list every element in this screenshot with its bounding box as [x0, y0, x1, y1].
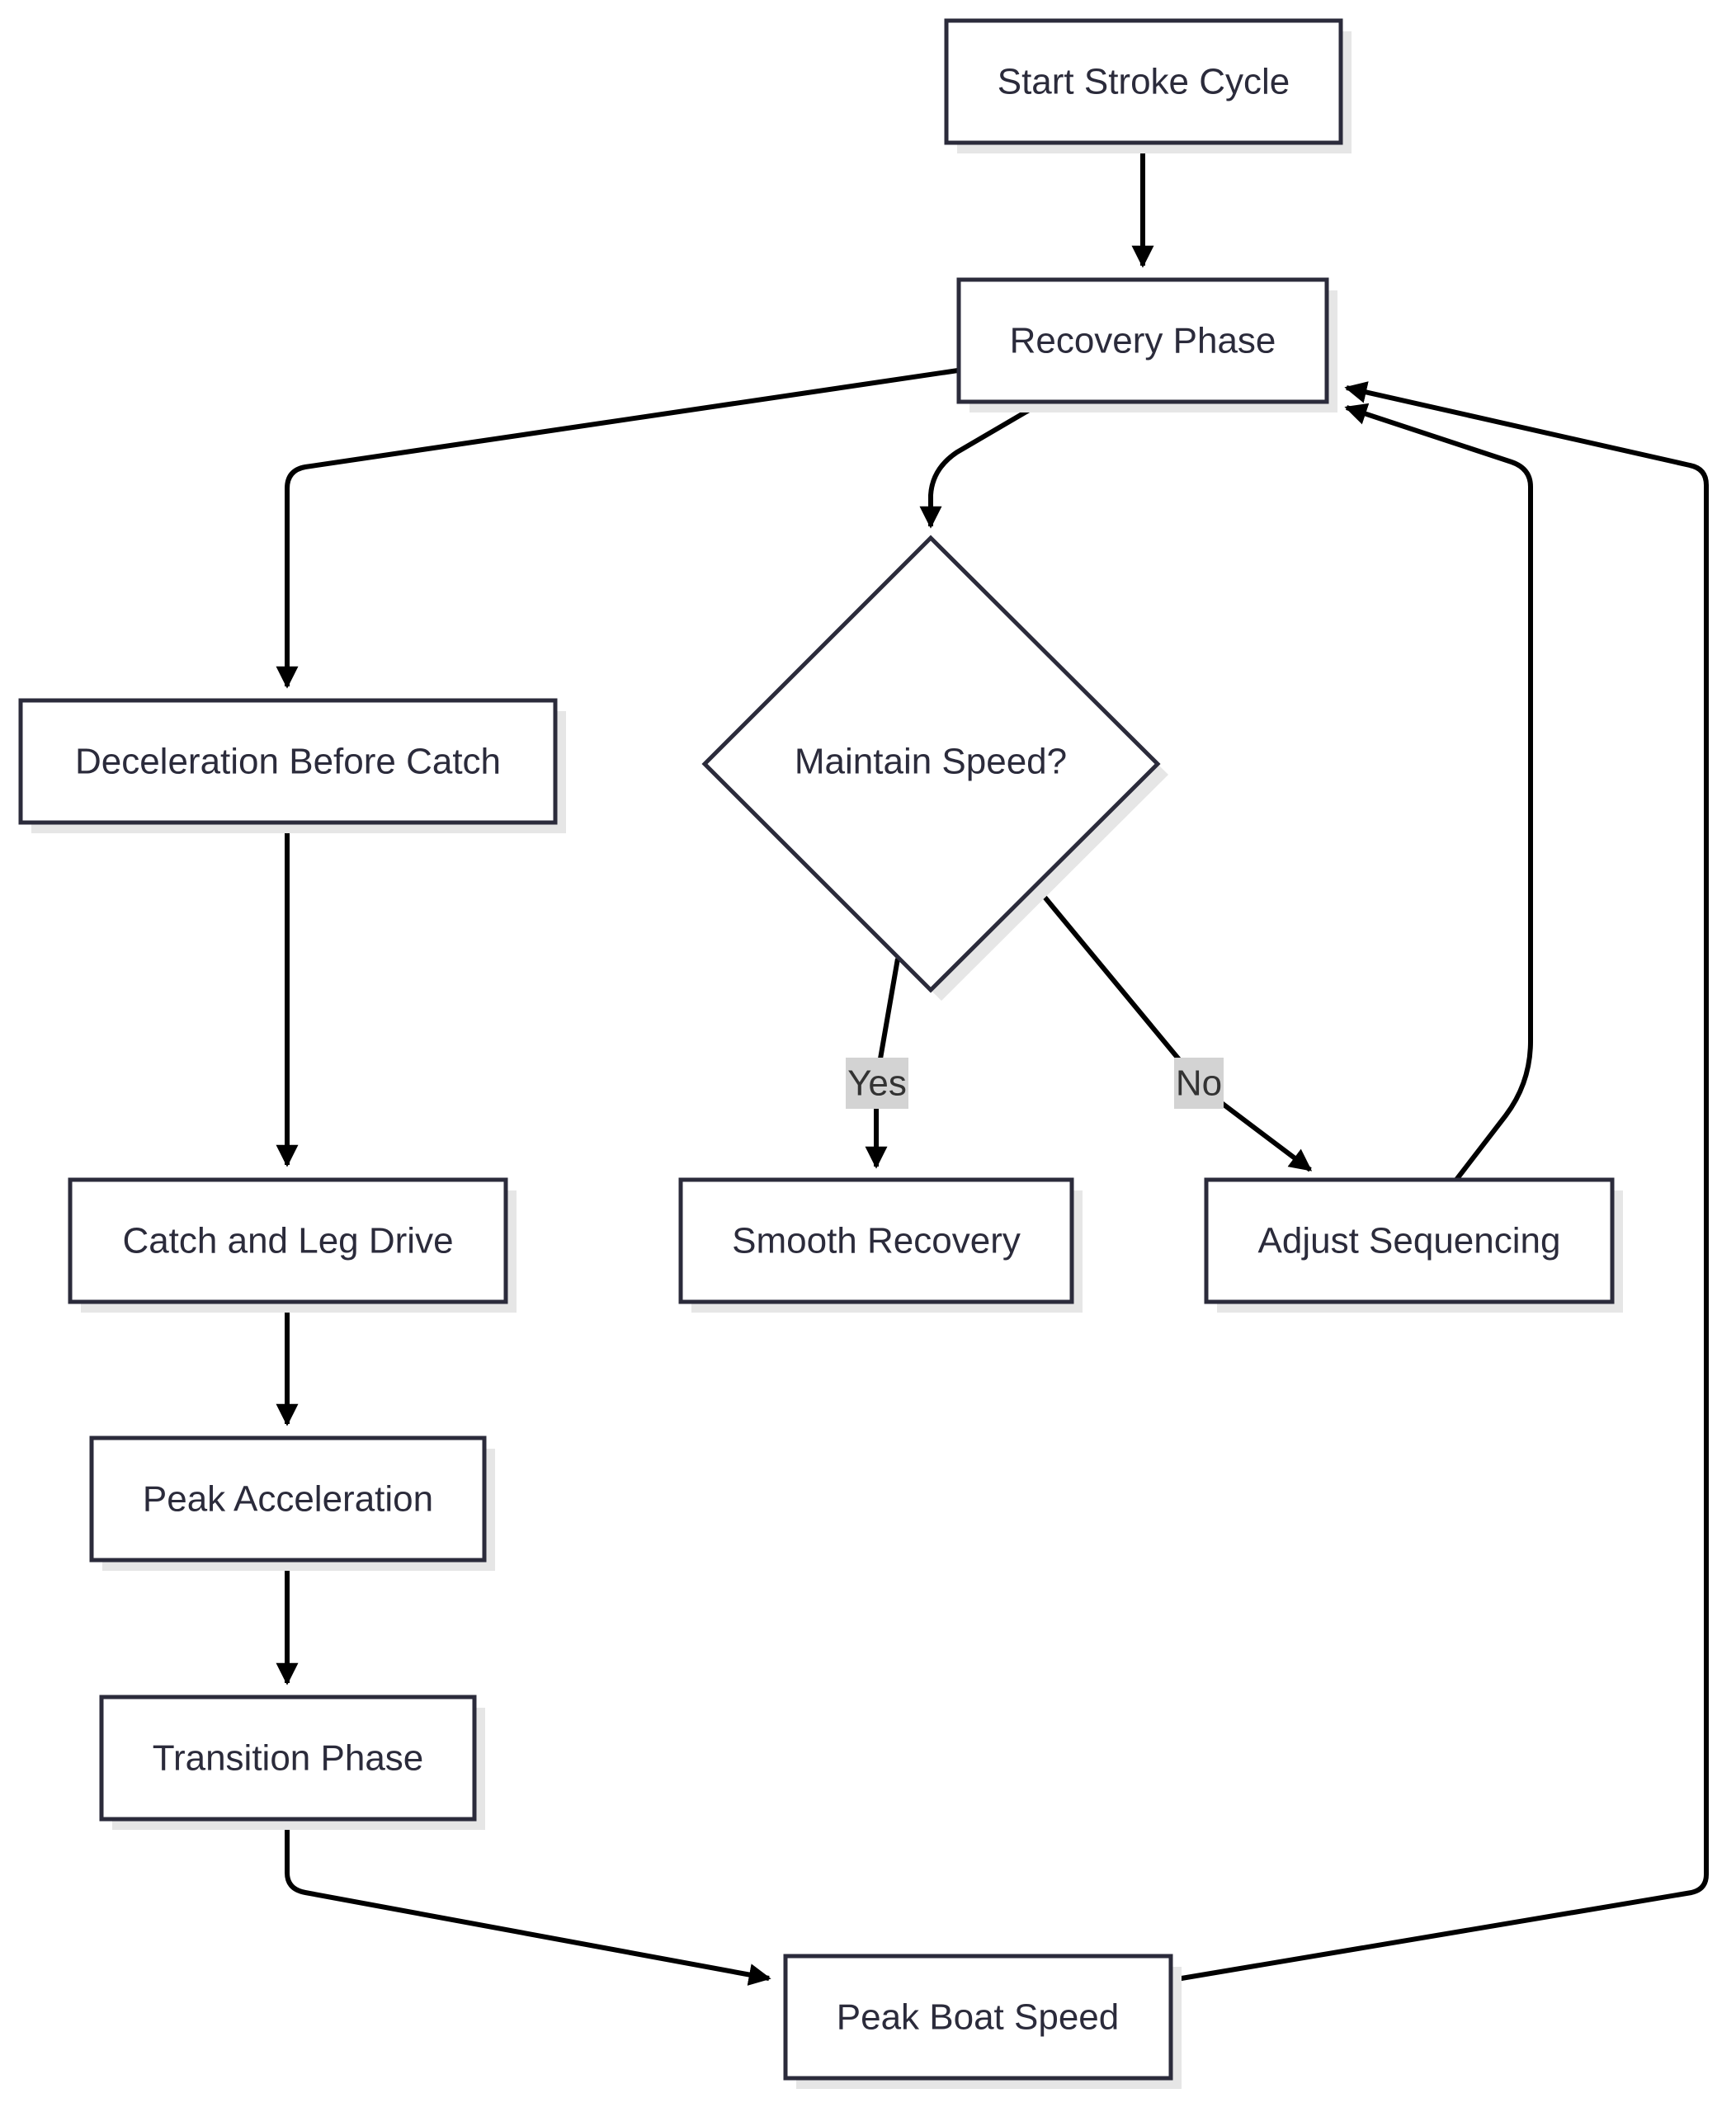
- node-adjust-sequencing[interactable]: Adjust Sequencing: [1204, 1177, 1623, 1313]
- node-adjust-sequencing-label: Adjust Sequencing: [1258, 1221, 1561, 1261]
- node-catch-and-leg-drive[interactable]: Catch and Leg Drive: [68, 1177, 517, 1313]
- node-maintain-speed-decision[interactable]: Maintain Speed?: [701, 535, 1168, 1001]
- edge-peak-boat-speed-to-recovery: [1171, 381, 1709, 1982]
- node-recovery-phase-label: Recovery Phase: [1010, 321, 1276, 361]
- edge-adjust-sequencing-to-recovery: [1344, 403, 1533, 1181]
- edge-label-no-text: No: [1176, 1063, 1222, 1104]
- node-peak-boat-speed[interactable]: Peak Boat Speed: [783, 1954, 1182, 2089]
- node-catch-and-leg-drive-label: Catch and Leg Drive: [122, 1221, 453, 1261]
- edges: [276, 145, 1709, 1986]
- node-transition-phase[interactable]: Transition Phase: [99, 1695, 485, 1830]
- edge-label-yes: Yes: [846, 1058, 908, 1109]
- edge-recovery-to-decision: [919, 401, 1042, 529]
- edge-label-no: No: [1174, 1058, 1224, 1109]
- node-peak-boat-speed-label: Peak Boat Speed: [837, 1997, 1119, 2038]
- node-maintain-speed-label: Maintain Speed?: [795, 742, 1067, 782]
- node-peak-acceleration[interactable]: Peak Acceleration: [89, 1436, 495, 1571]
- node-transition-phase-label: Transition Phase: [153, 1738, 424, 1779]
- node-deceleration-before-catch[interactable]: Deceleration Before Catch: [18, 698, 566, 833]
- node-start-stroke-cycle[interactable]: Start Stroke Cycle: [944, 18, 1352, 153]
- node-start-stroke-cycle-label: Start Stroke Cycle: [998, 62, 1290, 102]
- node-smooth-recovery[interactable]: Smooth Recovery: [678, 1177, 1083, 1313]
- edge-recovery-to-deceleration: [276, 368, 959, 689]
- node-smooth-recovery-label: Smooth Recovery: [732, 1221, 1021, 1261]
- node-recovery-phase[interactable]: Recovery Phase: [956, 277, 1337, 412]
- edge-decision-no-to-adjust-sequencing: [1033, 884, 1313, 1172]
- node-peak-acceleration-label: Peak Acceleration: [143, 1479, 433, 1520]
- edge-transition-to-peak-boat-speed: [285, 1822, 771, 1986]
- edge-label-yes-text: Yes: [847, 1063, 907, 1104]
- node-deceleration-before-catch-label: Deceleration Before Catch: [75, 742, 501, 782]
